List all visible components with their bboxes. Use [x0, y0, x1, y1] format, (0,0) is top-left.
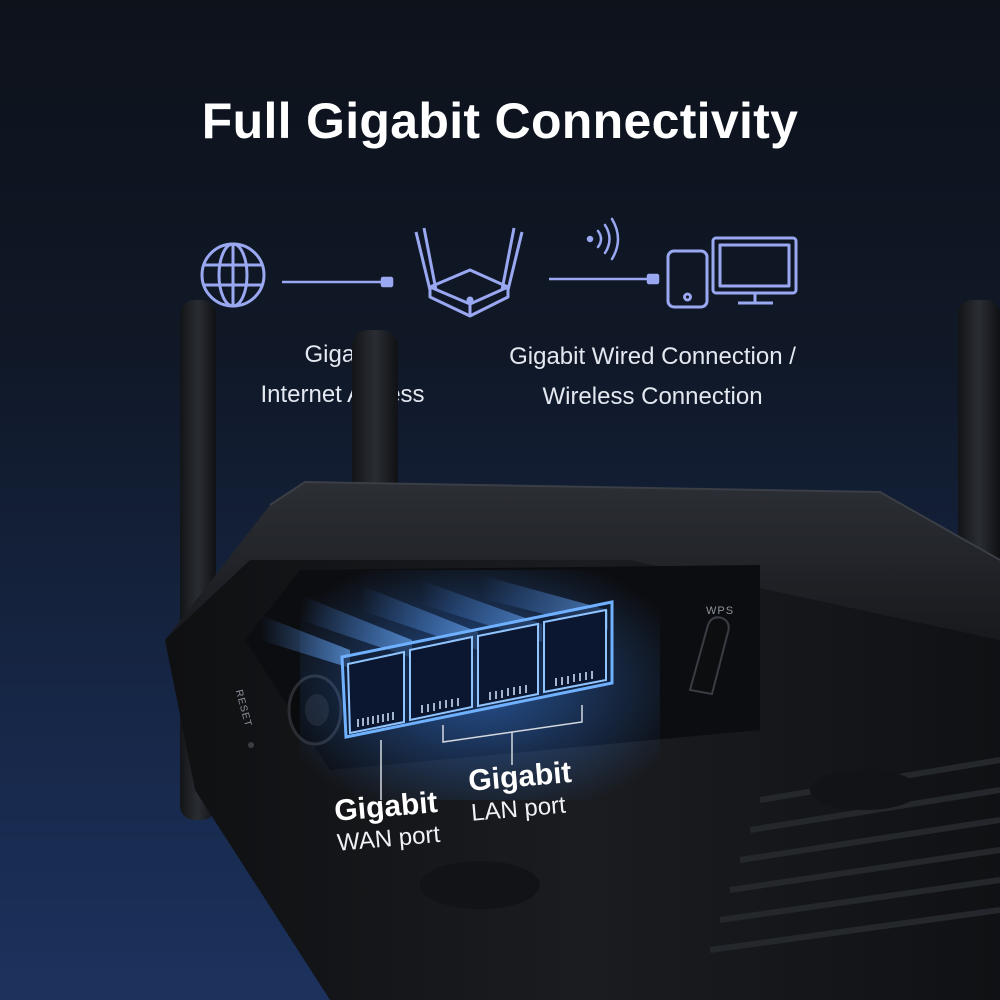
wan-port [346, 650, 405, 735]
vent-grill [709, 757, 1000, 953]
wps-button [688, 616, 730, 696]
lan-port-2 [477, 622, 539, 708]
wps-label: WPS [706, 605, 735, 617]
router-icon [414, 227, 524, 318]
lan-port-3 [543, 608, 607, 694]
clients-caption-line-1: Gigabit Wired Connection / [509, 343, 796, 370]
connectivity-diagram [200, 217, 798, 318]
wired-link-right [549, 273, 660, 285]
globe-icon [200, 242, 266, 308]
lan-port-1 [409, 635, 473, 722]
smartphone-icon [666, 249, 709, 309]
router-top-cover [165, 482, 1000, 640]
wifi-signal-icon [586, 217, 620, 261]
port-callout-lines [380, 705, 583, 800]
clients-caption: Gigabit Wired Connection / Wireless Conn… [480, 337, 825, 417]
lan-port-label: Gigabit LAN port [467, 756, 575, 827]
reset-hole [248, 742, 254, 748]
wan-port-label: Gigabit WAN port [333, 786, 441, 857]
clients-caption-line-2: Wireless Connection [542, 383, 763, 410]
wired-link-left [282, 276, 394, 288]
monitor-icon [711, 236, 798, 305]
page-title: Full Gigabit Connectivity [201, 93, 799, 149]
